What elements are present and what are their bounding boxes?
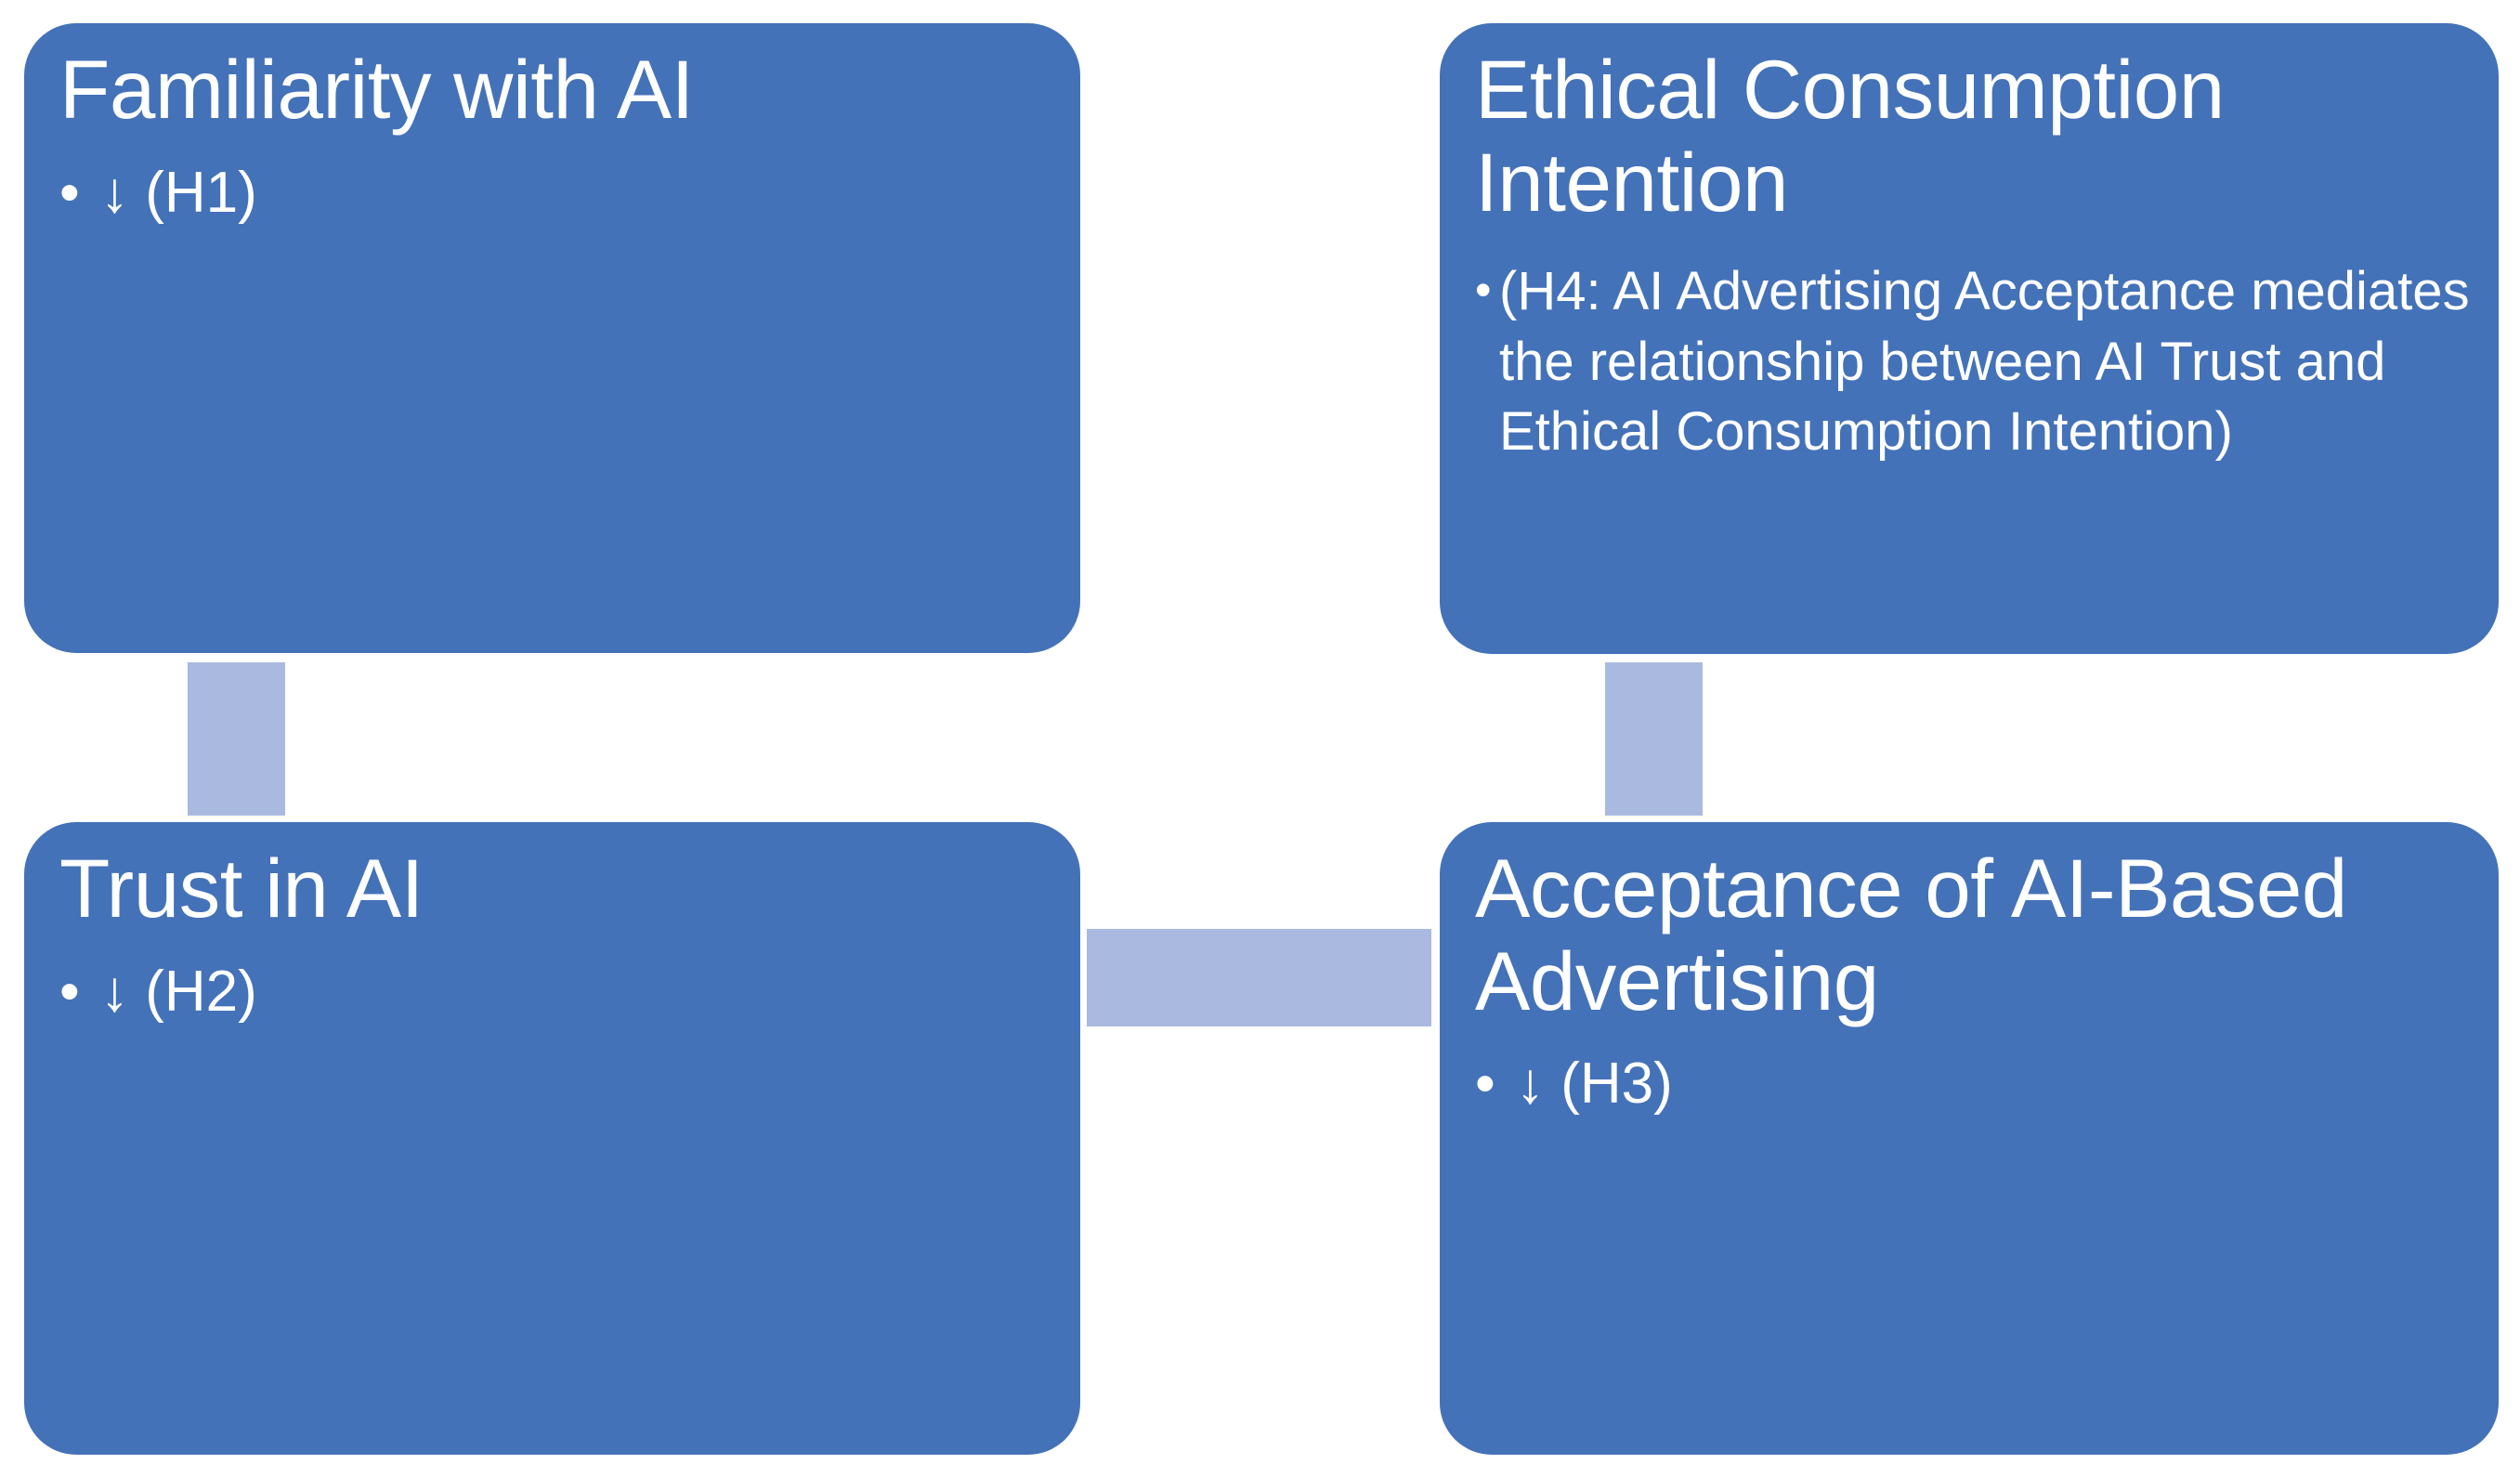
bullet-dot-icon: • xyxy=(59,160,80,225)
node-bullet-list: • ↓ (H2) xyxy=(59,956,1052,1028)
bullet-dot-icon: • xyxy=(1475,1052,1495,1117)
connector-ethical-to-acceptance xyxy=(1605,662,1703,816)
bullet-item: • (H4: AI Advertising Acceptance mediate… xyxy=(1475,256,2471,466)
node-title: Acceptance of AI-Based Advertising xyxy=(1475,842,2347,1027)
node-content: Trust in AI • ↓ (H2) xyxy=(59,842,1052,1028)
node-acceptance-of-ai-based-advertising[interactable]: Acceptance of AI-Based Advertising • ↓ (… xyxy=(1440,822,2499,1455)
bullet-item: • ↓ (H1) xyxy=(59,157,1052,229)
node-trust-in-ai[interactable]: Trust in AI • ↓ (H2) xyxy=(24,822,1080,1455)
connector-trust-to-acceptance xyxy=(1087,929,1431,1026)
node-content: Acceptance of AI-Based Advertising • ↓ (… xyxy=(1475,842,2471,1120)
node-bullet-list: • ↓ (H1) xyxy=(59,157,1052,229)
bullet-item: • ↓ (H2) xyxy=(59,956,1052,1028)
node-content: Ethical Consumption Intention • (H4: AI … xyxy=(1475,43,2471,467)
bullet-text: ↓ (H2) xyxy=(100,959,257,1024)
bullet-dot-icon: • xyxy=(59,959,80,1024)
node-familiarity-with-ai[interactable]: Familiarity with AI • ↓ (H1) xyxy=(24,23,1080,653)
node-ethical-consumption-intention[interactable]: Ethical Consumption Intention • (H4: AI … xyxy=(1440,23,2499,654)
connector-familiarity-to-trust xyxy=(188,662,285,816)
bullet-dot-icon: • xyxy=(1475,264,1492,317)
bullet-text: ↓ (H1) xyxy=(100,160,257,225)
node-title: Familiarity with AI xyxy=(59,43,694,136)
bullet-text: (H4: AI Advertising Acceptance mediates … xyxy=(1499,261,2470,463)
node-content: Familiarity with AI • ↓ (H1) xyxy=(59,43,1052,229)
node-title: Trust in AI xyxy=(59,842,424,935)
node-bullet-list: • (H4: AI Advertising Acceptance mediate… xyxy=(1475,256,2471,466)
bullet-item: • ↓ (H3) xyxy=(1475,1048,2471,1120)
bullet-text: ↓ (H3) xyxy=(1516,1052,1673,1117)
node-title: Ethical Consumption Intention xyxy=(1475,43,2225,229)
node-bullet-list: • ↓ (H3) xyxy=(1475,1048,2471,1120)
